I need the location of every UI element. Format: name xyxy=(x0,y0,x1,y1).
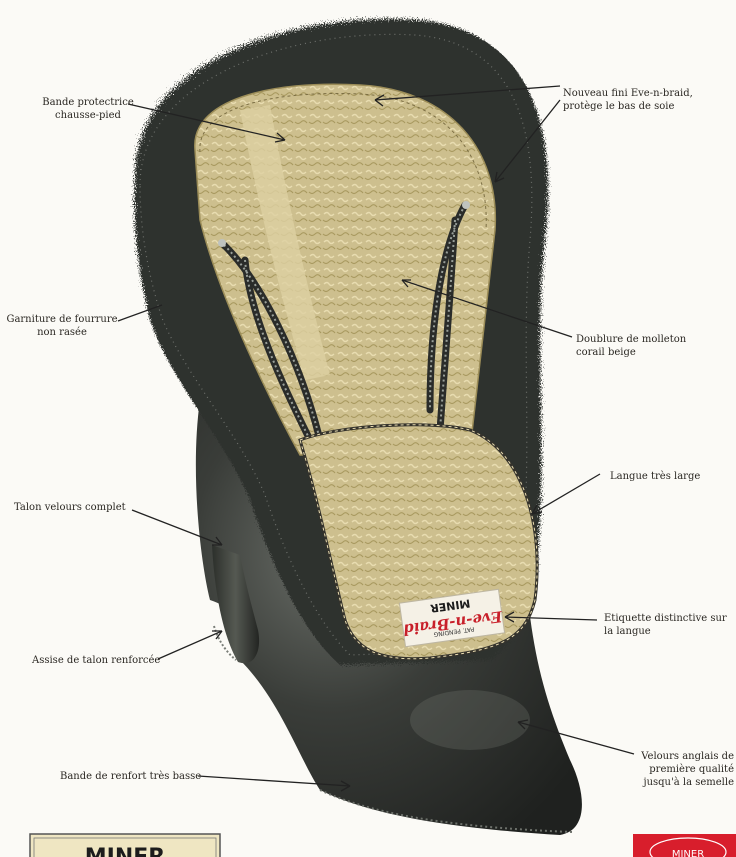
label-bande-renfort: Bande de renfort très basse xyxy=(60,770,201,783)
label-assise: Assise de talon renforcée xyxy=(32,654,160,667)
bottom-right-badge-text: MINER xyxy=(672,849,704,857)
bottom-left-badge: MINER xyxy=(30,834,220,857)
label-garniture: Garniture de fourrure non rasée xyxy=(2,313,122,339)
label-talon-velours: Talon velours complet xyxy=(14,501,126,514)
label-etiquette: Etiquette distinctive sur la langue xyxy=(604,612,727,638)
label-bande-protectrice: Bande protectrice chausse-pied xyxy=(34,96,142,122)
label-doublure: Doublure de molleton corail beige xyxy=(576,333,686,359)
bottom-right-badge: MINER xyxy=(633,834,736,857)
label-velours-anglais: Velours anglais de première qualité jusq… xyxy=(636,750,734,789)
label-nouveau-fini: Nouveau fini Eve-n-braid, protège le bas… xyxy=(563,87,693,113)
label-langue: Langue très large xyxy=(610,470,700,483)
bottom-left-badge-text: MINER xyxy=(85,845,166,857)
